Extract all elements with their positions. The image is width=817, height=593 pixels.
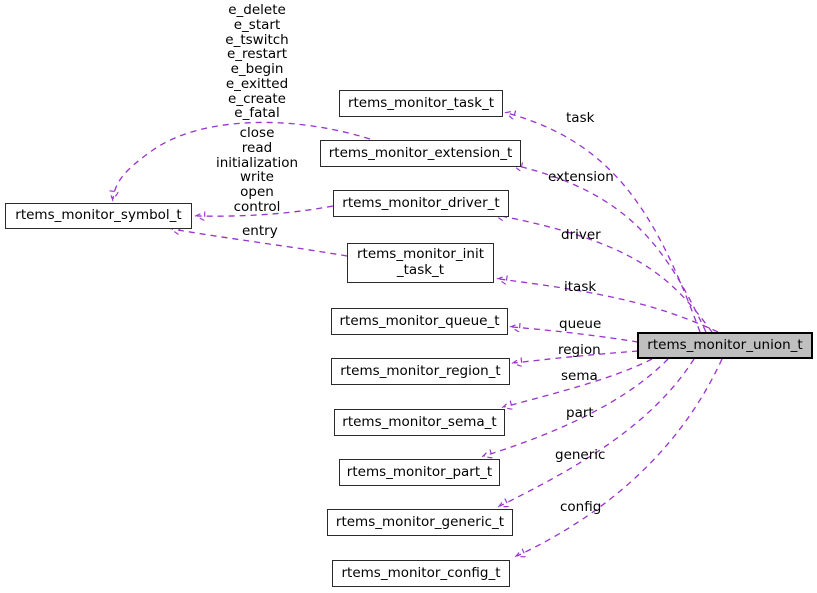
edge-label-driver: driver bbox=[561, 227, 601, 243]
edge-union-to-config bbox=[517, 358, 723, 556]
edge-union-to-generic bbox=[500, 358, 695, 506]
node-union: rtems_monitor_union_t bbox=[637, 332, 813, 359]
node-task[interactable]: rtems_monitor_task_t bbox=[339, 90, 503, 117]
edge-label-part: part bbox=[566, 405, 594, 421]
edge-union-to-sema bbox=[504, 358, 653, 407]
edge-label-queue: queue bbox=[559, 316, 602, 332]
node-region[interactable]: rtems_monitor_region_t bbox=[331, 358, 510, 385]
edge-label-generic: generic bbox=[555, 447, 606, 463]
node-sema[interactable]: rtems_monitor_sema_t bbox=[334, 409, 505, 436]
edge-label-region: region bbox=[558, 342, 601, 358]
node-config[interactable]: rtems_monitor_config_t bbox=[332, 560, 510, 587]
node-driver[interactable]: rtems_monitor_driver_t bbox=[333, 190, 509, 217]
edge-init-task-to-symbol bbox=[172, 229, 348, 257]
edge-driver-to-symbol bbox=[197, 205, 334, 216]
node-part[interactable]: rtems_monitor_part_t bbox=[339, 459, 500, 486]
edge-label-extension-to-symbol: e_delete e_start e_tswitch e_restart e_b… bbox=[225, 2, 289, 122]
edge-label-init-task-to-symbol: entry bbox=[242, 223, 278, 239]
edge-union-to-extension bbox=[514, 165, 707, 333]
edge-union-to-part bbox=[484, 358, 669, 456]
node-init-task[interactable]: rtems_monitor_init _task_t bbox=[347, 243, 494, 283]
edge-union-to-queue bbox=[512, 327, 639, 343]
edge-label-driver-to-symbol: close read initialization write open con… bbox=[215, 125, 299, 215]
edge-label-sema: sema bbox=[561, 368, 598, 384]
edge-label-extension: extension bbox=[548, 169, 614, 185]
edge-extension-to-symbol bbox=[113, 121, 371, 199]
edge-union-to-driver bbox=[496, 215, 713, 333]
node-init-task-label: rtems_monitor_init _task_t bbox=[356, 246, 484, 278]
edge-label-config: config bbox=[560, 499, 602, 515]
edge-union-to-itask bbox=[499, 279, 719, 333]
edge-label-task: task bbox=[566, 110, 595, 126]
edge-label-itask: itask bbox=[564, 279, 597, 295]
node-extension[interactable]: rtems_monitor_extension_t bbox=[320, 140, 521, 167]
node-queue[interactable]: rtems_monitor_queue_t bbox=[331, 308, 508, 335]
node-generic[interactable]: rtems_monitor_generic_t bbox=[327, 509, 513, 536]
edge-union-to-task bbox=[507, 113, 701, 333]
node-symbol[interactable]: rtems_monitor_symbol_t bbox=[5, 203, 192, 229]
edge-union-to-region bbox=[514, 350, 639, 363]
